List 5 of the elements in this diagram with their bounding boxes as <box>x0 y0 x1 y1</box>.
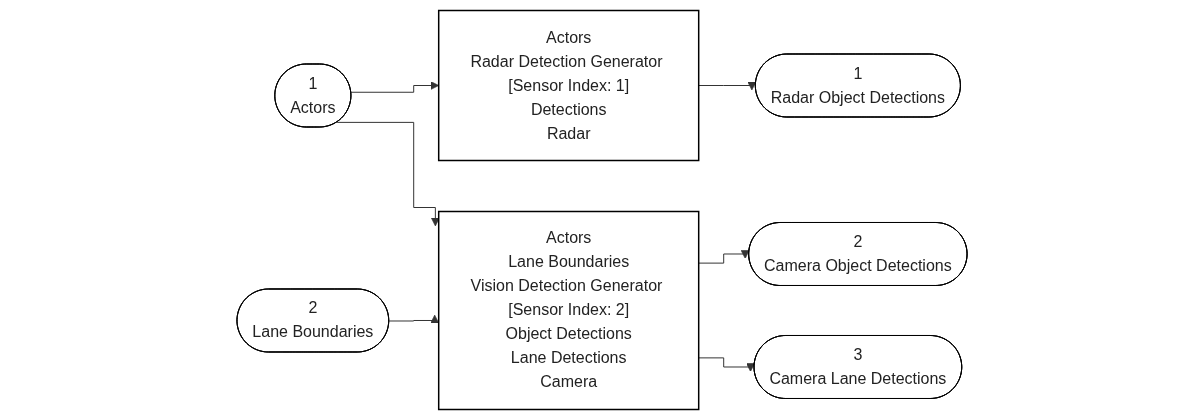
node-box: Actors Lane Boundaries Vision Detection Generator [Sensor Index: 2] Object Detections Lane Detections Camera <box>437 210 700 411</box>
arrow <box>698 357 755 372</box>
node-box: Actors Radar Detection Generator [Sensor Index: 1] Detections Radar <box>437 9 700 162</box>
arrow <box>698 81 757 91</box>
arrow <box>698 250 750 264</box>
